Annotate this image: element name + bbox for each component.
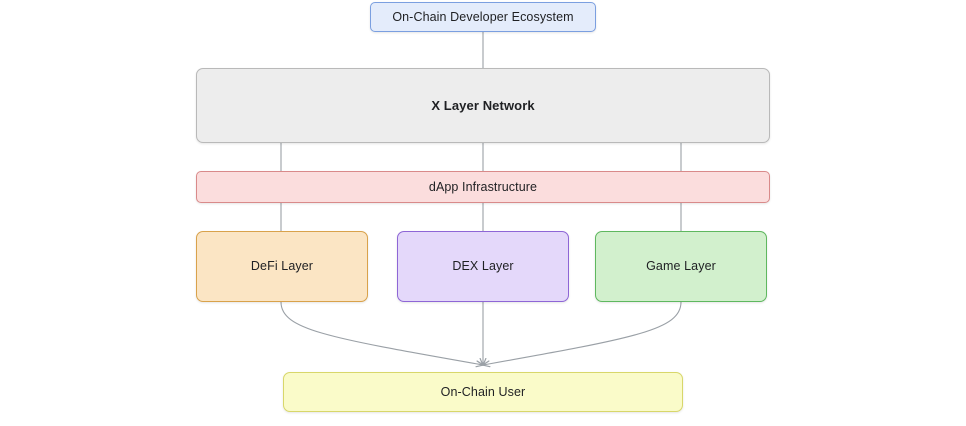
node-on-chain-user[interactable]: On-Chain User — [283, 372, 683, 412]
edge-defi-to-user — [280, 301, 484, 368]
node-label: DeFi Layer — [250, 259, 314, 273]
node-defi-layer[interactable]: DeFi Layer — [196, 231, 368, 302]
node-label: On-Chain User — [440, 384, 526, 399]
node-label: X Layer Network — [431, 97, 535, 113]
node-label: Game Layer — [646, 259, 716, 273]
node-label: dApp Infrastructure — [428, 179, 538, 194]
node-on-chain-developer-ecosystem[interactable]: On-Chain Developer Ecosystem — [370, 2, 596, 32]
edge-game-to-user — [482, 301, 682, 368]
node-dapp-infrastructure[interactable]: dApp Infrastructure — [196, 171, 770, 203]
node-label: DEX Layer — [452, 259, 514, 273]
node-x-layer-network[interactable]: X Layer Network — [196, 68, 770, 143]
node-game-layer[interactable]: Game Layer — [595, 231, 767, 302]
node-label: On-Chain Developer Ecosystem — [392, 9, 574, 24]
node-dex-layer[interactable]: DEX Layer — [397, 231, 569, 302]
